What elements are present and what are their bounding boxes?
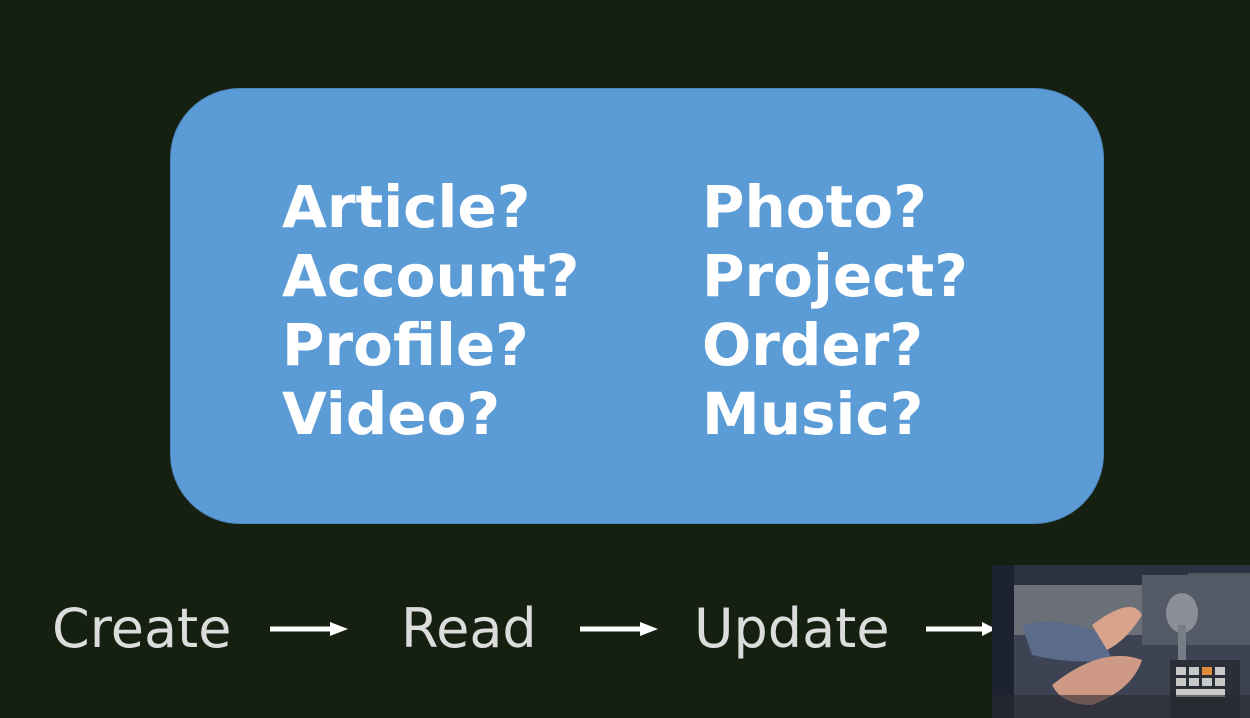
step-update: Update (694, 597, 890, 660)
crud-flow: Create Read Update (0, 596, 1250, 662)
entity-music: Music? (702, 380, 924, 448)
entity-box: Article? Account? Profile? Video? Photo?… (170, 88, 1104, 524)
arrow-right-icon (580, 622, 658, 636)
entity-profile: Profile? (282, 311, 529, 379)
webcam-overlay (992, 565, 1250, 718)
arrow-right-icon (926, 622, 996, 636)
entity-project: Project? (702, 242, 968, 310)
entity-article: Article? (282, 173, 531, 241)
entity-photo: Photo? (702, 173, 927, 241)
entity-column-left: Article? Account? Profile? Video? (282, 173, 579, 449)
entity-column-right: Photo? Project? Order? Music? (702, 173, 968, 449)
entity-order: Order? (702, 311, 924, 379)
webcam-scene (992, 565, 1250, 718)
entity-account: Account? (282, 242, 580, 310)
step-create: Create (52, 597, 232, 660)
step-read: Read (401, 597, 537, 660)
entity-video: Video? (282, 380, 501, 448)
arrow-right-icon (270, 622, 348, 636)
